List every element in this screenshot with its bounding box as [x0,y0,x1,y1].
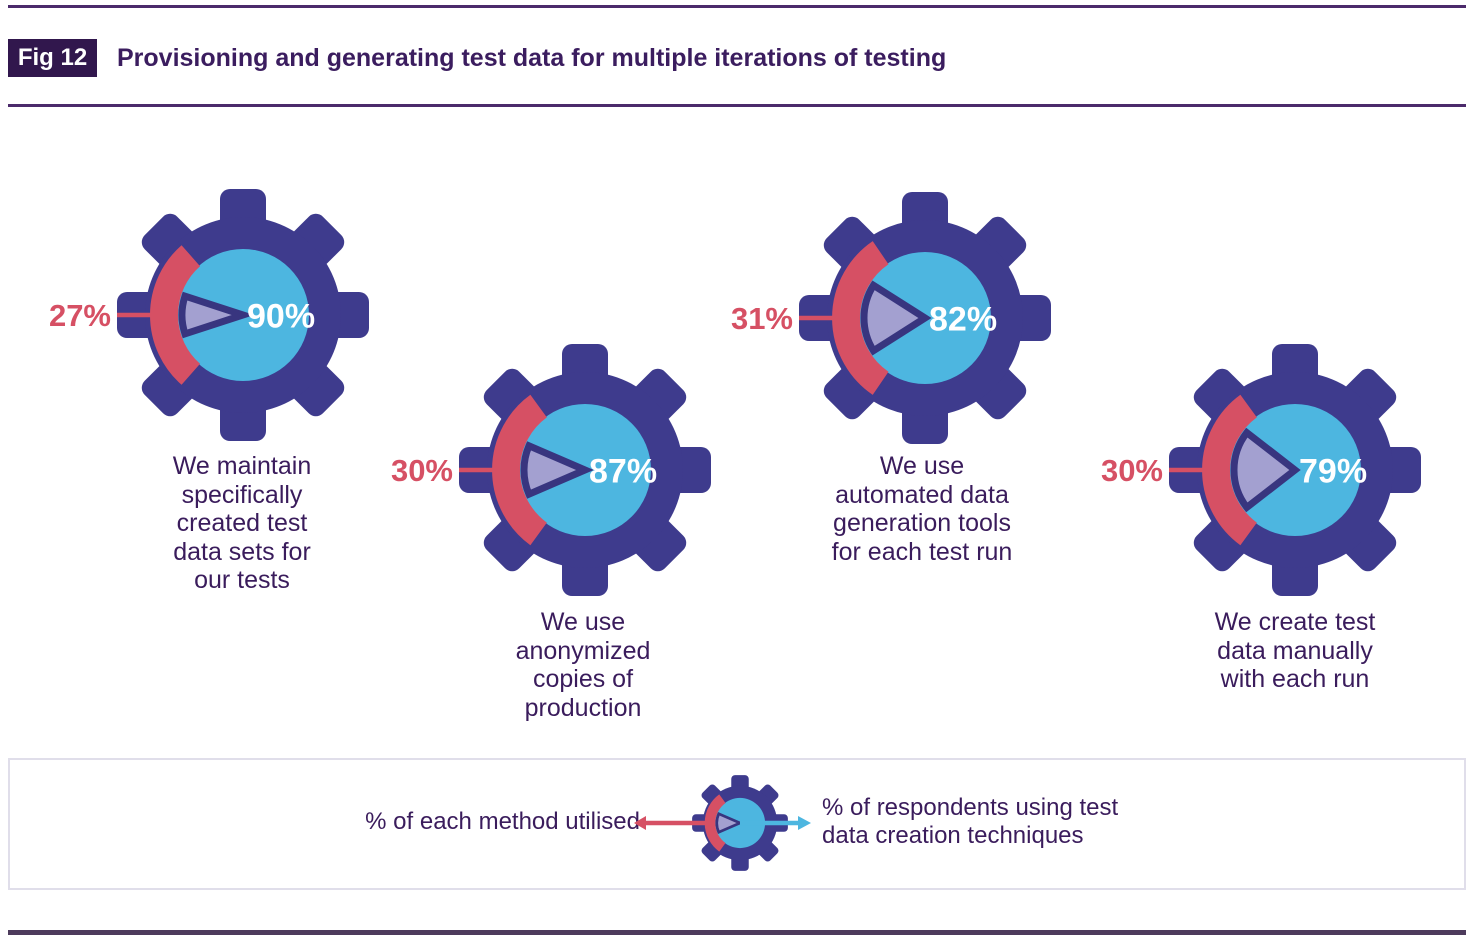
caption-line: for each test run [831,537,1013,566]
legend-right-line2: data creation techniques [822,822,1084,849]
utilised-arc [832,241,889,395]
caption-line: generation tools [833,509,1011,537]
remainder-wedge [860,280,932,356]
caption-line: specifically [181,480,303,509]
caption-line: We use [879,452,965,480]
caption-line: copies of [532,665,634,693]
utilised-arc [150,245,201,385]
utilised-pct-label: 30% [1101,453,1163,488]
figure-title: Provisioning and generating test data fo… [117,44,947,72]
legend-right-line1: % of respondents using test [822,794,1119,821]
header-bottom-rule [8,104,1466,107]
utilised-arc [492,394,548,546]
caption-line: data sets for [173,537,311,566]
legend-red-arrow [634,816,712,830]
caption-line: data manually [1217,636,1373,665]
caption-line: anonymized [515,636,651,665]
utilised-pct-label: 30% [391,453,453,488]
remainder-wedge [178,291,255,339]
gear-icon [459,344,711,596]
legend-gear-icon [634,775,811,871]
utilised-pct-label: 27% [49,298,111,333]
caption-line: We maintain [172,452,312,480]
caption-line: with each run [1220,665,1370,693]
utilised-arc [1202,394,1258,546]
respondents-pct-label: 90% [247,297,315,335]
caption-line: automated data [835,480,1009,509]
remainder-wedge [1230,427,1301,513]
gear-icon [117,189,369,441]
legend-right-label: % of respondents using test data creatio… [822,794,1152,850]
respondents-pct-label: 87% [589,452,657,490]
utilised-pct-label: 31% [731,301,793,336]
caption-line: We use [540,608,626,636]
top-rule [8,5,1466,8]
gear-icon [799,192,1051,444]
caption-line: our tests [194,566,290,594]
remainder-wedge [520,441,594,499]
respondents-pct-label: 82% [929,300,997,338]
respondents-pct-label: 79% [1299,452,1367,490]
caption-line: production [524,693,642,722]
gear-chart-2: 30% 87% [391,344,711,596]
gear-icon [1169,344,1421,596]
gear-chart-4: 30% 79% [1101,344,1421,596]
caption-line: We create test [1214,608,1376,636]
legend-left-label: % of each method utilised [365,808,640,835]
gear-chart-1: 27% 90% [49,189,369,441]
caption-line: created test [176,509,308,537]
figure-number-badge: Fig 12 [8,39,97,77]
legend-blue-arrow [740,816,811,830]
gear-chart-3: 31% 82% [731,192,1051,444]
bottom-rule [8,930,1466,935]
remainder-wedge [715,812,744,834]
